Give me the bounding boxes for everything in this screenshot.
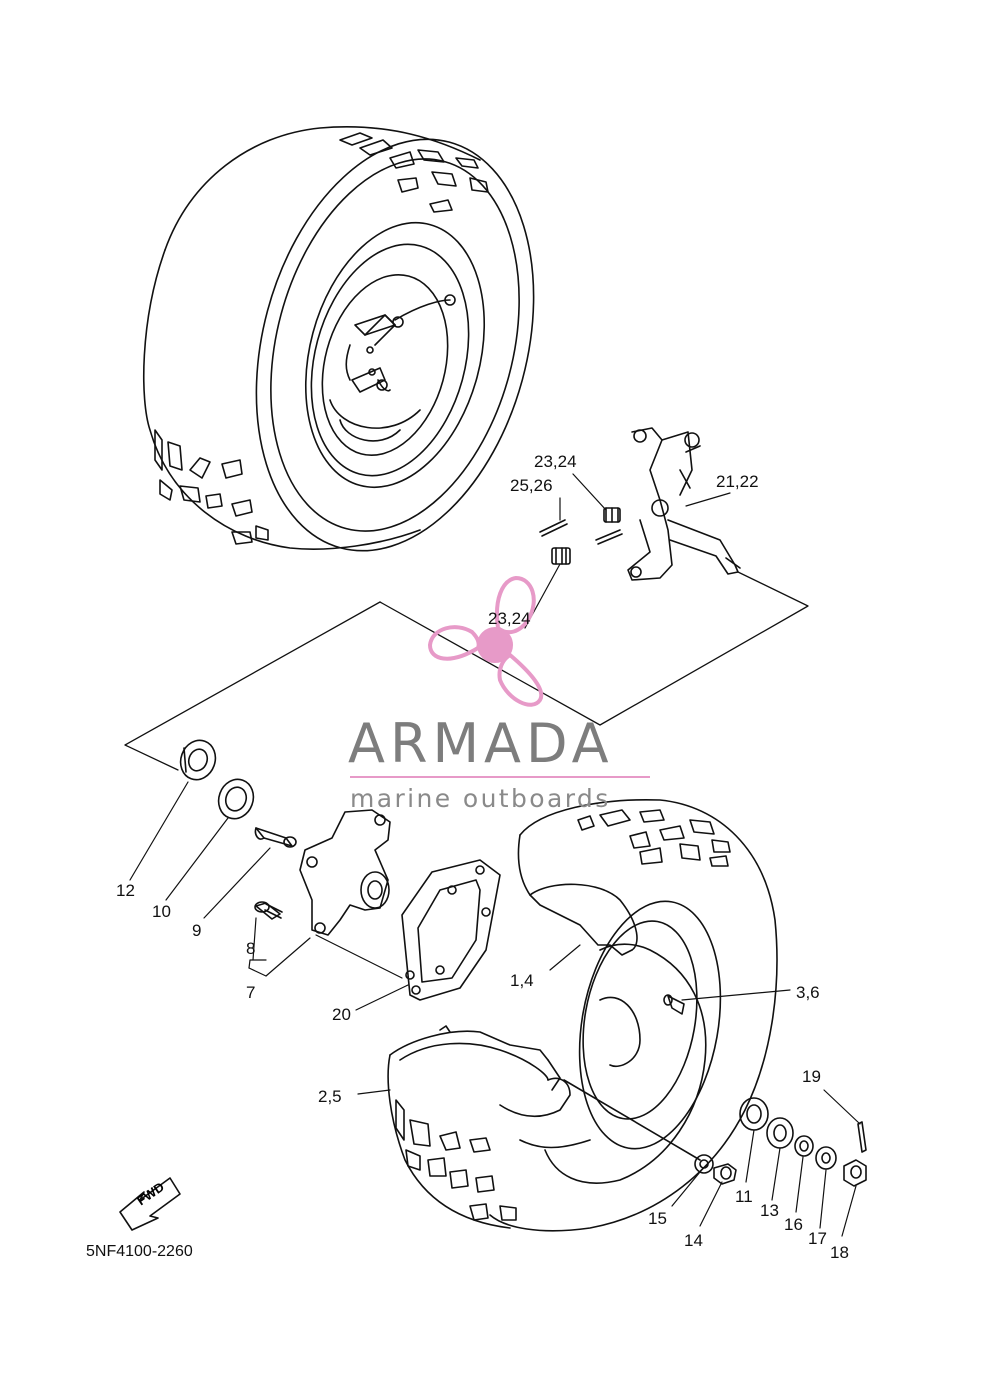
fwd-arrow-icon — [119, 1177, 181, 1231]
callout-16: 16 — [784, 1215, 803, 1234]
watermark-underline — [350, 776, 650, 778]
callout-21-22: 21,22 — [716, 472, 759, 491]
callout-23-24-mid: 23,24 — [488, 609, 531, 628]
watermark-tagline: marine outboards — [350, 784, 611, 813]
callout-2-5: 2,5 — [318, 1087, 342, 1106]
callout-20: 20 — [332, 1005, 351, 1024]
callout-25-26: 25,26 — [510, 476, 553, 495]
castle-nuts — [551, 507, 621, 565]
brake-plate — [401, 859, 501, 1001]
part-number: 5NF4100-2260 — [86, 1243, 193, 1260]
callout-11: 11 — [735, 1187, 753, 1206]
lower-wheel — [387, 798, 778, 1232]
axle-hardware — [563, 1079, 867, 1187]
callout-15: 15 — [648, 1209, 667, 1228]
hub-parts — [179, 739, 391, 936]
callout-10: 10 — [152, 902, 171, 921]
callout-18: 18 — [830, 1243, 849, 1262]
steering-knuckle — [627, 427, 741, 581]
callout-13: 13 — [760, 1201, 779, 1220]
callout-14: 14 — [684, 1231, 703, 1250]
cotter-pins — [539, 519, 623, 545]
assembly-outline — [124, 571, 809, 771]
callout-17: 17 — [808, 1229, 827, 1248]
callout-8: 8 — [246, 939, 256, 958]
callout-19: 19 — [802, 1067, 821, 1086]
watermark-brand: ARMADA — [348, 712, 614, 775]
callout-9: 9 — [192, 921, 202, 940]
callout-12: 12 — [116, 881, 135, 900]
callout-7: 7 — [246, 983, 256, 1002]
callout-23-24-top: 23,24 — [534, 452, 577, 471]
upper-wheel — [142, 126, 535, 552]
callout-3-6: 3,6 — [796, 983, 820, 1002]
leader-lines-lower — [129, 781, 861, 1237]
callout-1-4: 1,4 — [510, 971, 534, 990]
propeller-logo-icon — [428, 576, 544, 707]
